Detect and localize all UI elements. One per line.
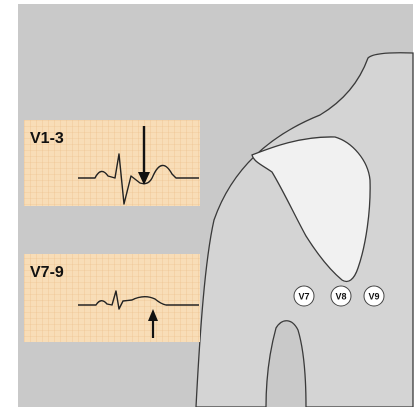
ecg-panel-v1-3: V1-3 bbox=[24, 120, 200, 206]
electrode-v8: V8 bbox=[331, 286, 351, 306]
svg-text:V8: V8 bbox=[335, 292, 346, 302]
svg-text:V9: V9 bbox=[368, 292, 379, 302]
electrode-v9: V9 bbox=[364, 286, 384, 306]
electrode-v7: V7 bbox=[294, 286, 314, 306]
svg-text:V7: V7 bbox=[298, 292, 309, 302]
ecg-panel-label: V7-9 bbox=[30, 264, 64, 281]
ecg-panel-v7-9: V7-9 bbox=[24, 254, 200, 342]
ecg-panel-label: V1-3 bbox=[30, 130, 64, 147]
